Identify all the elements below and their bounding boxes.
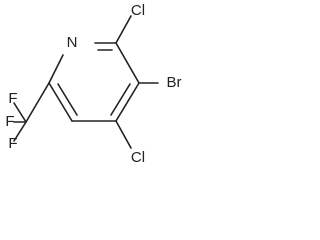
bond-c2-cl-top <box>115 15 132 44</box>
atom-n-label: N <box>67 34 78 51</box>
bond-c2-c3 <box>115 42 140 84</box>
bond-c3-c4 <box>115 82 140 122</box>
bond-cf3-f-bottom <box>13 121 27 142</box>
double-bond-c5-c6-inner <box>57 83 78 116</box>
bond-c5-c6 <box>48 82 73 122</box>
atom-f-left-label: F <box>5 113 14 130</box>
atom-f-top-label: F <box>8 90 17 107</box>
atom-f-bottom-label: F <box>8 135 17 152</box>
bond-cf3-f-top <box>13 102 27 123</box>
bond-c4-cl-bottom <box>115 120 132 149</box>
atom-br-label: Br <box>167 74 182 91</box>
bond-c6-n <box>48 54 64 84</box>
molecule-diagram: N Cl Br Cl F F F <box>5 2 182 166</box>
double-bond-c3-c4-inner <box>110 83 131 116</box>
bond-c6-cf3-carbon <box>25 82 50 123</box>
atom-cl-bottom-label: Cl <box>131 149 145 166</box>
structure-canvas: N Cl Br Cl F F F <box>0 0 192 178</box>
atom-cl-top-label: Cl <box>131 2 145 19</box>
